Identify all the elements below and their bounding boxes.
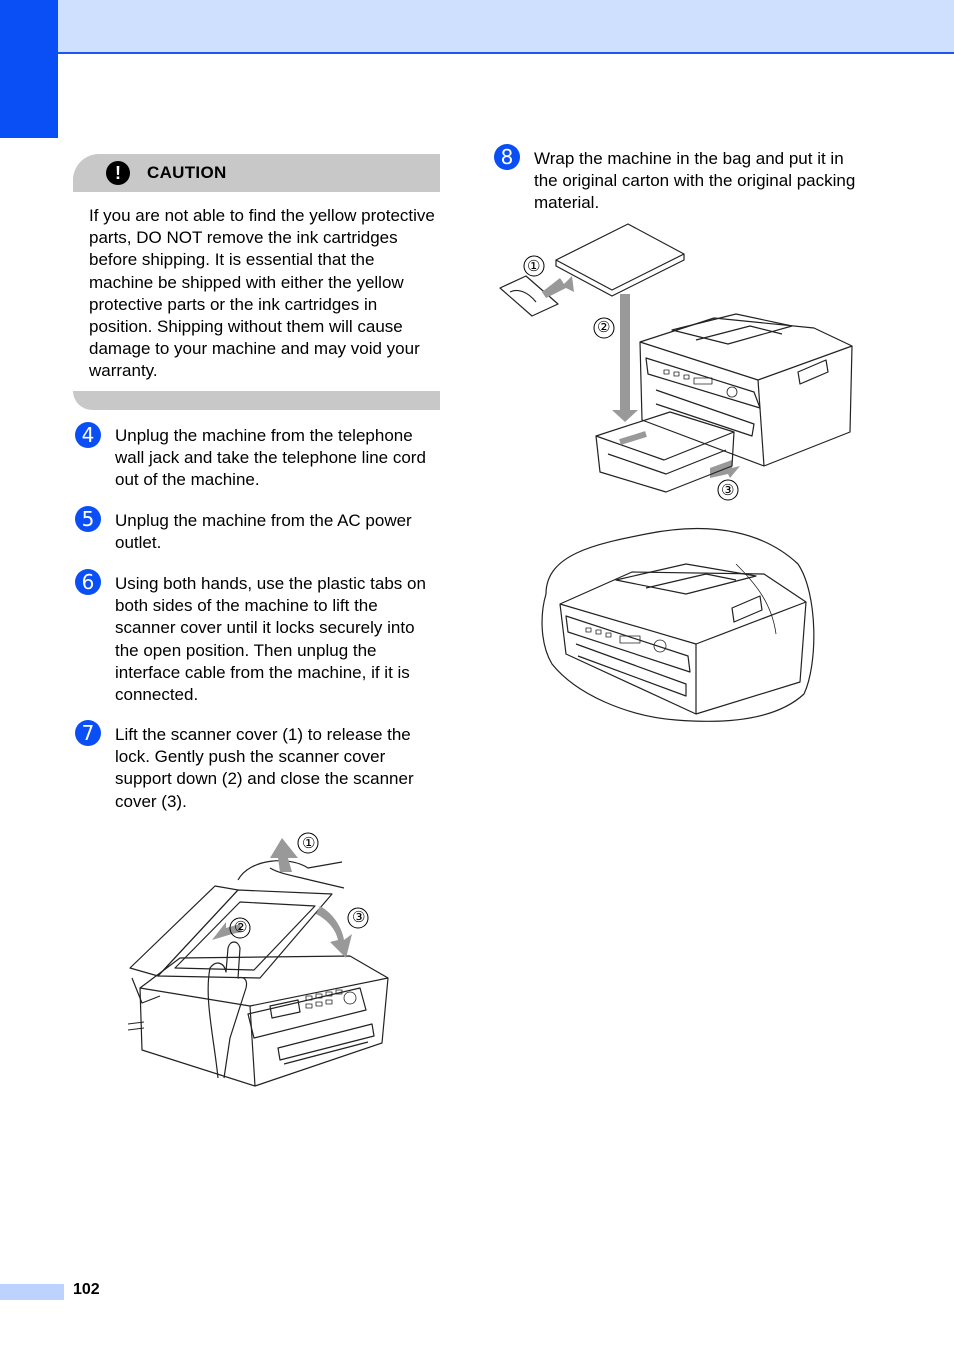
step-badge-8: 8 [494,144,520,170]
caution-header: ! CAUTION [73,154,440,192]
page-number: 102 [73,1281,100,1298]
callout-3: ③ [721,481,735,499]
packing-illustration [499,223,853,501]
chapter-tab [0,0,58,138]
callout-3: ③ [352,908,366,926]
callout-2: ② [597,318,611,336]
step-text-6: Using both hands, use the plastic tabs o… [115,574,426,705]
caution-title: CAUTION [147,163,227,182]
scanner-cover-illustration [127,832,389,1087]
callout-2: ② [234,918,248,936]
step-badge-4: 4 [75,422,101,448]
caution-text: If you are not able to find the yellow p… [89,206,435,381]
caution-footer [73,391,440,410]
step-badge-7: 7 [75,720,101,746]
step-text-4: Unplug the machine from the telephone wa… [115,426,426,490]
step-text-8: Wrap the machine in the bag and put it i… [534,149,856,213]
step-badge-5: 5 [75,506,101,532]
page-number-bar [0,1284,64,1300]
callout-1: ① [527,257,541,275]
step-badge-6: 6 [75,569,101,595]
step-text-5: Unplug the machine from the AC power out… [115,511,412,553]
printer-in-bag-illustration [541,528,815,722]
exclamation-icon: ! [106,161,130,185]
step-text-7: Lift the scanner cover (1) to release th… [115,725,414,811]
header-band [0,0,954,54]
callout-1: ① [302,834,316,852]
